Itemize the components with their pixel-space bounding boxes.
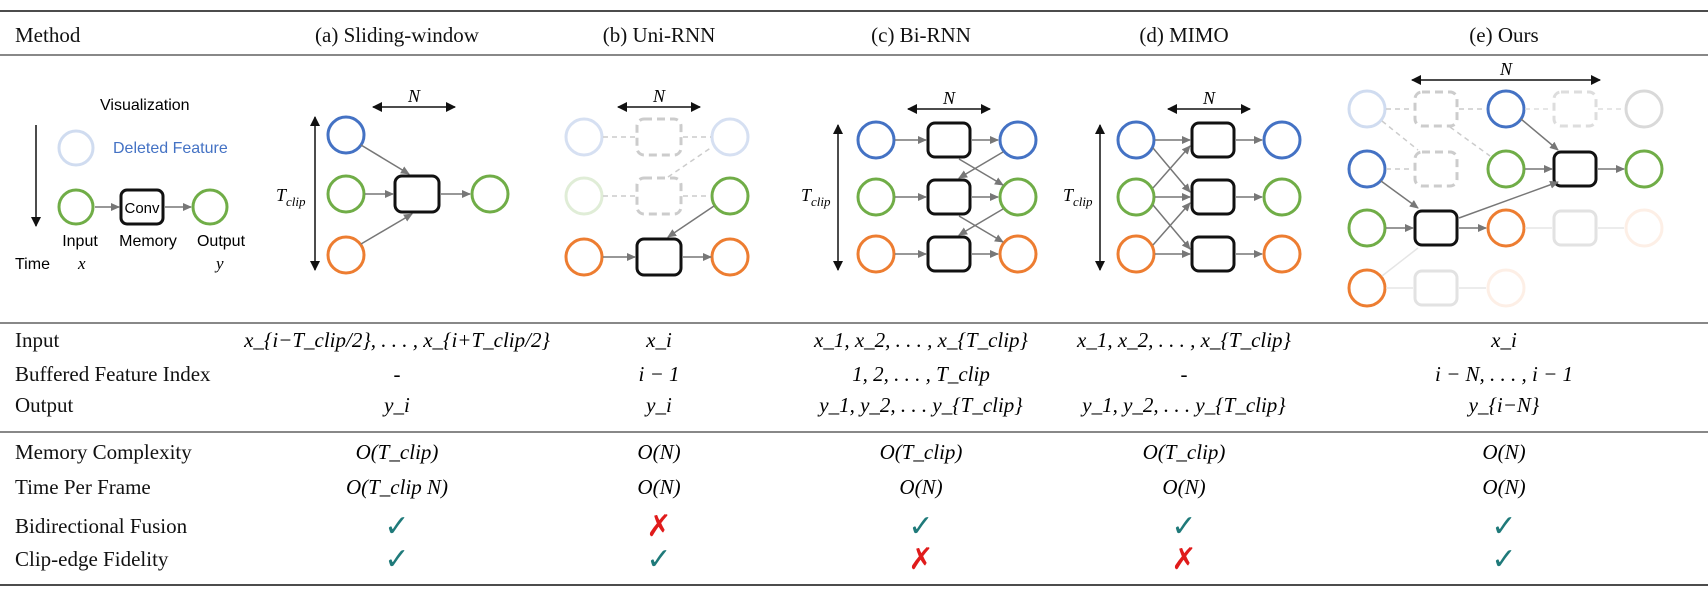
- legend-time-label: Time: [15, 256, 50, 273]
- mark-bidirectional-d: ✓: [1171, 509, 1196, 544]
- header-col-e: (e) Ours: [1469, 23, 1538, 47]
- bidirectional-row: ✓ ✗ ✓ ✓ ✓: [384, 509, 1516, 544]
- svg-text:N: N: [652, 86, 666, 106]
- cell-output-b: y_i: [644, 393, 672, 417]
- mark-bidirectional-c: ✓: [908, 509, 933, 544]
- cell-time-c: O(N): [899, 475, 942, 499]
- legend-deleted-label: Deleted Feature: [113, 140, 228, 157]
- cell-input-c: x_1, x_2, . . . , x_{T_clip}: [813, 328, 1029, 352]
- cell-output-d: y_1, y_2, . . . y_{T_clip}: [1080, 393, 1286, 417]
- mark-clipedge-a: ✓: [384, 542, 409, 577]
- mark-clipedge-c: ✗: [908, 542, 933, 577]
- legend-output-label: Output: [197, 233, 246, 250]
- memory-row: O(T_clip) O(N) O(T_clip) O(T_clip) O(N): [356, 440, 1526, 464]
- svg-text:N: N: [942, 88, 956, 108]
- header-row: Method (a) Sliding-window (b) Uni-RNN (c…: [15, 23, 1539, 47]
- row-label-time: Time Per Frame: [15, 475, 151, 499]
- legend-conv-box: [119, 188, 165, 226]
- cell-memory-e: O(N): [1482, 440, 1525, 464]
- row-label-buffered: Buffered Feature Index: [15, 362, 211, 386]
- diagram-uni-rnn: N: [564, 86, 750, 277]
- legend-input-label: Input: [62, 233, 98, 250]
- cell-buffered-c: 1, 2, . . . , T_clip: [852, 362, 990, 386]
- cell-output-e: y_{i−N}: [1467, 393, 1540, 417]
- legend-deleted-circle: [57, 129, 95, 167]
- svg-text:N: N: [1499, 59, 1513, 79]
- cell-input-e: x_i: [1490, 328, 1517, 352]
- svg-text:Tclip: Tclip: [1063, 185, 1093, 209]
- header-col-b: (b) Uni-RNN: [603, 23, 716, 47]
- diagram-bi-rnn: N Tclip: [801, 88, 1038, 274]
- legend: Visualization Deleted Feature Conv Input…: [15, 97, 246, 273]
- header-col-c: (c) Bi-RNN: [871, 23, 971, 47]
- svg-text:Tclip: Tclip: [801, 185, 831, 209]
- legend-visualization: Visualization: [100, 97, 190, 114]
- row-label-memory: Memory Complexity: [15, 440, 192, 464]
- input-row: x_{i−T_clip/2}, . . . , x_{i+T_clip/2} x…: [243, 328, 1517, 352]
- row-label-output: Output: [15, 393, 74, 417]
- cell-buffered-a: -: [394, 362, 401, 386]
- cell-memory-c: O(T_clip): [880, 440, 963, 464]
- diagram-mimo: N Tclip: [1063, 88, 1302, 274]
- row-label-bidirectional: Bidirectional Fusion: [15, 514, 188, 538]
- row-label-clipedge: Clip-edge Fidelity: [15, 547, 169, 571]
- cell-buffered-e: i − N, . . . , i − 1: [1435, 362, 1573, 386]
- mark-bidirectional-e: ✓: [1491, 509, 1516, 544]
- cell-memory-a: O(T_clip): [356, 440, 439, 464]
- cell-memory-d: O(T_clip): [1143, 440, 1226, 464]
- legend-input-circle: [57, 188, 95, 226]
- cell-output-c: y_1, y_2, . . . y_{T_clip}: [817, 393, 1023, 417]
- cell-time-a: O(T_clip N): [346, 475, 448, 499]
- cell-input-d: x_1, x_2, . . . , x_{T_clip}: [1076, 328, 1292, 352]
- clipedge-row: ✓ ✓ ✗ ✗ ✓: [384, 542, 1516, 577]
- cell-time-d: O(N): [1162, 475, 1205, 499]
- cell-buffered-b: i − 1: [638, 362, 679, 386]
- legend-conv-label: Conv: [124, 200, 160, 217]
- header-col-a: (a) Sliding-window: [315, 23, 480, 47]
- time-row: O(T_clip N) O(N) O(N) O(N) O(N): [346, 475, 1526, 499]
- svg-text:Tclip: Tclip: [276, 185, 306, 209]
- table-rules: [0, 10, 1708, 586]
- legend-y: y: [214, 254, 224, 273]
- mark-clipedge-b: ✓: [646, 542, 671, 577]
- cell-input-a: x_{i−T_clip/2}, . . . , x_{i+T_clip/2}: [243, 328, 550, 352]
- header-col-d: (d) MIMO: [1139, 23, 1228, 47]
- svg-text:N: N: [407, 86, 421, 106]
- cell-buffered-d: -: [1181, 362, 1188, 386]
- cell-time-b: O(N): [637, 475, 680, 499]
- output-row: y_i y_i y_1, y_2, . . . y_{T_clip} y_1, …: [382, 393, 1540, 417]
- header-method: Method: [15, 23, 81, 47]
- mark-bidirectional-a: ✓: [384, 509, 409, 544]
- cell-memory-b: O(N): [637, 440, 680, 464]
- diagram-ours: N: [1347, 59, 1664, 308]
- legend-output-circle: [191, 188, 229, 226]
- row-labels: Input Buffered Feature Index Output Memo…: [15, 328, 211, 571]
- mark-clipedge-e: ✓: [1491, 542, 1516, 577]
- diagram-sliding-window: N Tclip: [276, 86, 510, 275]
- svg-text:N: N: [1202, 88, 1216, 108]
- mark-bidirectional-b: ✗: [646, 509, 671, 544]
- buffered-row: - i − 1 1, 2, . . . , T_clip - i − N, . …: [394, 362, 1574, 386]
- legend-x: x: [77, 254, 86, 273]
- mark-clipedge-d: ✗: [1171, 542, 1196, 577]
- legend-memory-label: Memory: [119, 233, 177, 250]
- cell-input-b: x_i: [645, 328, 672, 352]
- row-label-input: Input: [15, 328, 59, 352]
- cell-output-a: y_i: [382, 393, 410, 417]
- cell-time-e: O(N): [1482, 475, 1525, 499]
